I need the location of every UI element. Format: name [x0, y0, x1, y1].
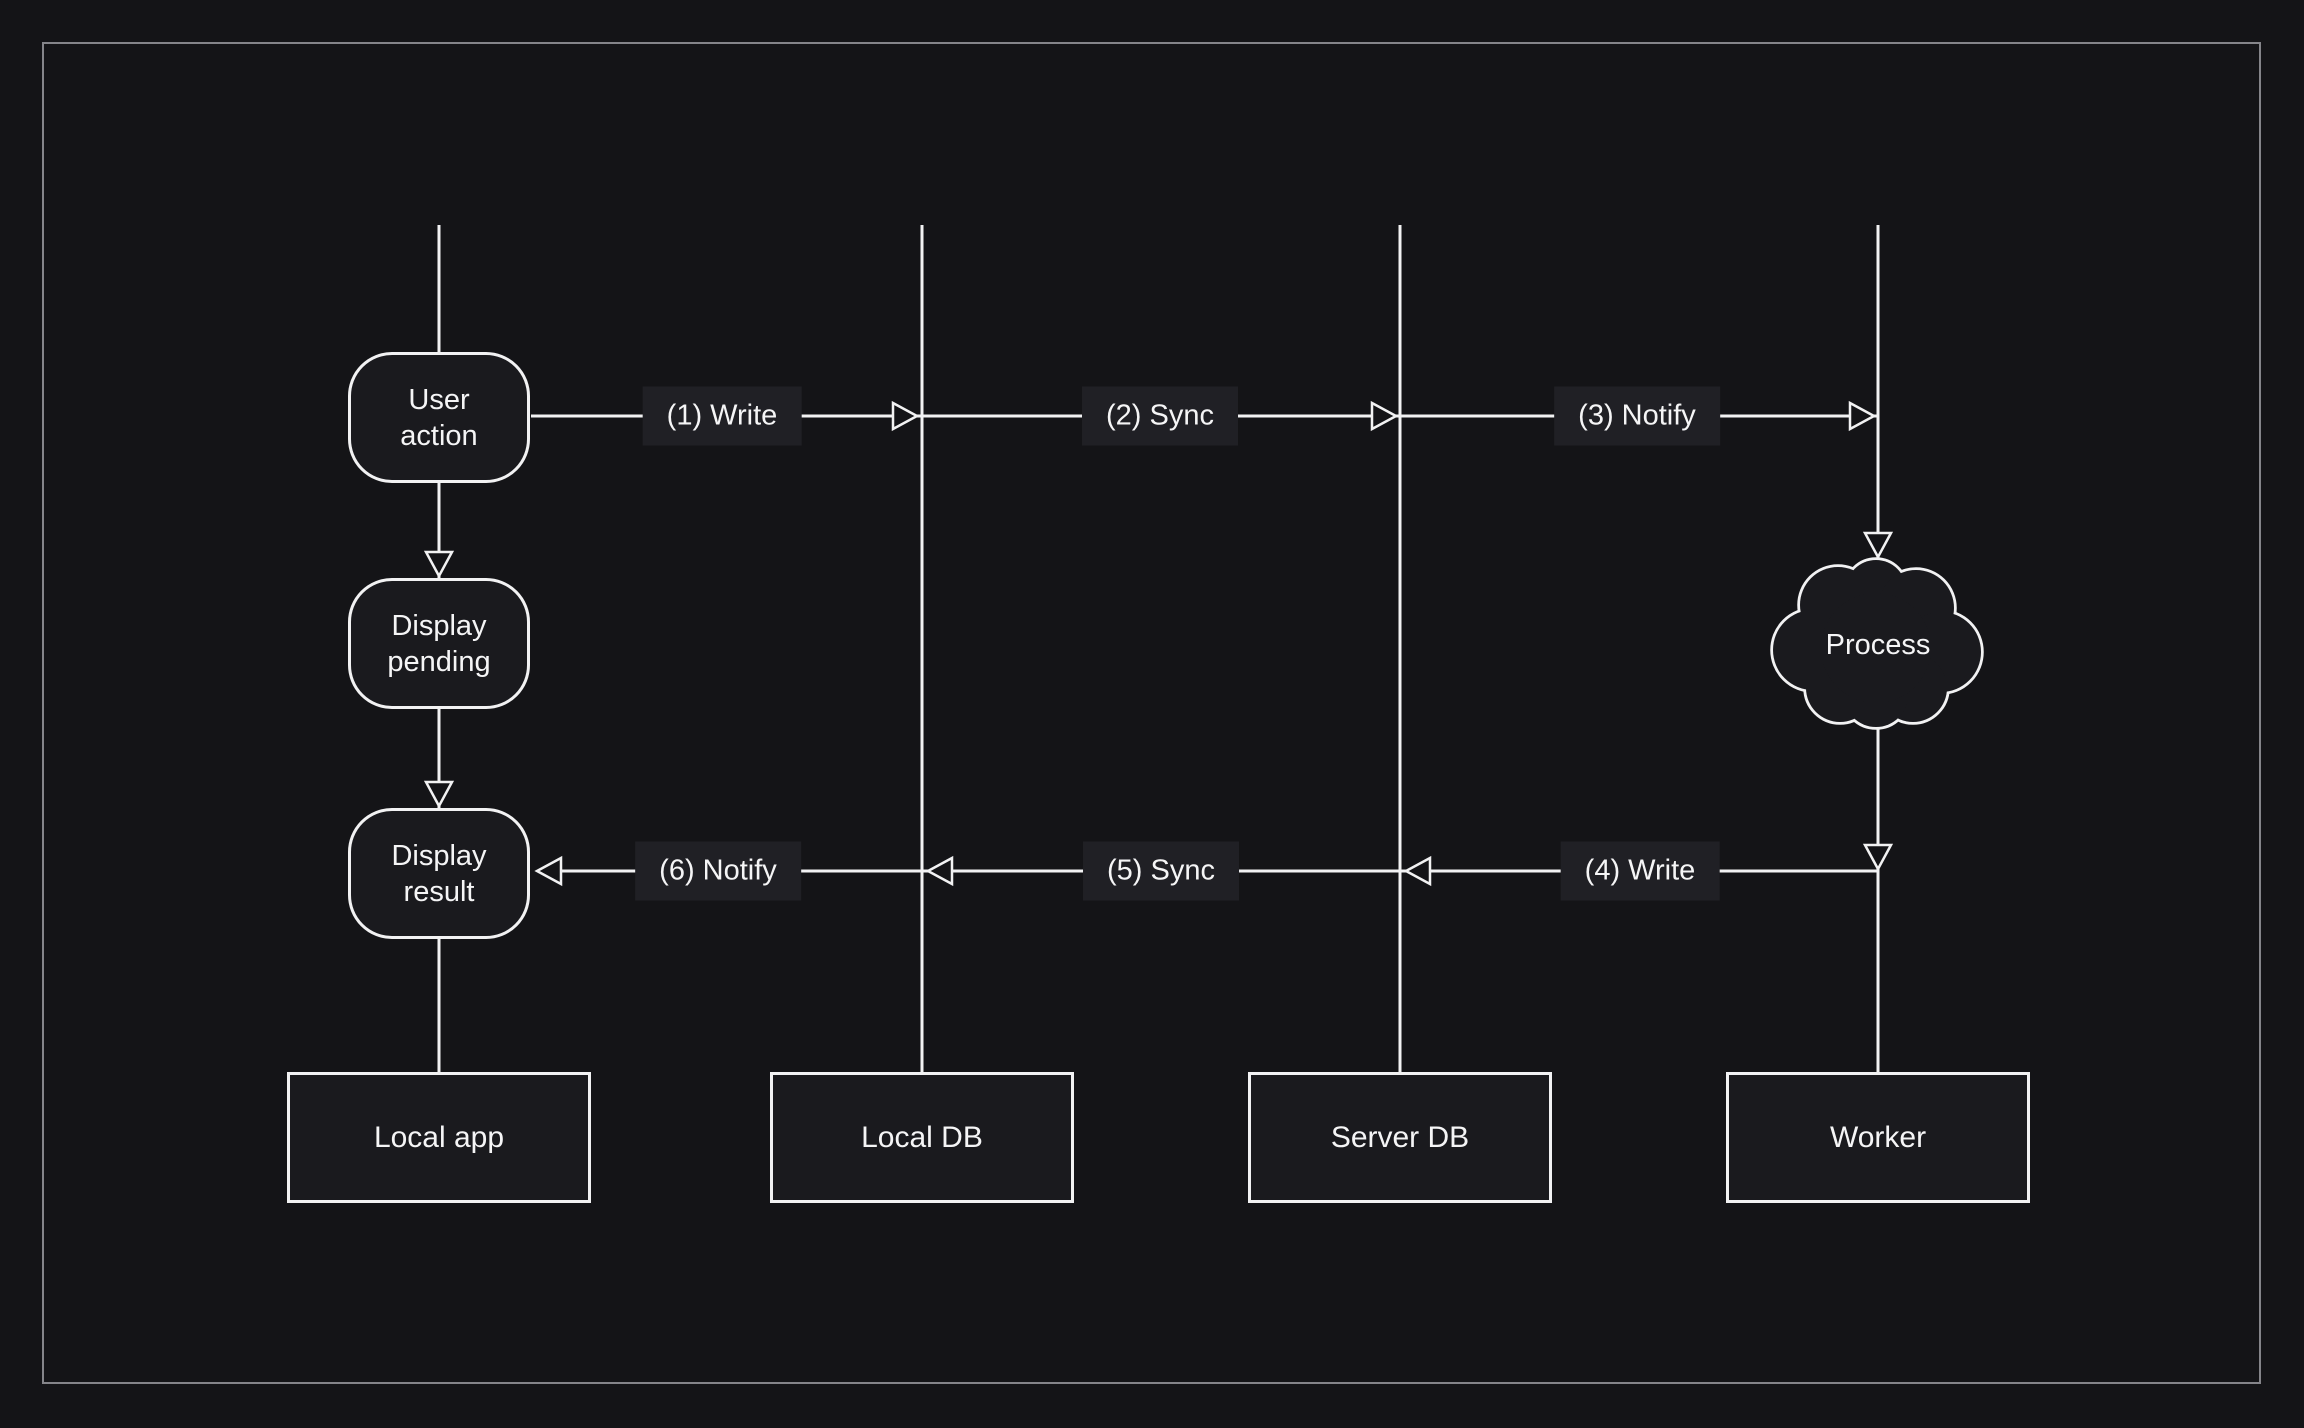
lane-box-worker: Worker	[1726, 1072, 2030, 1203]
arrowhead-down-icon	[1862, 531, 1894, 560]
lane-box-local-db: Local DB	[770, 1072, 1074, 1203]
arrowhead-right-icon	[891, 400, 920, 432]
node-display-pending: Display pending	[348, 578, 530, 709]
message-label-2-sync: (2) Sync	[1082, 386, 1238, 446]
node-user-action: User action	[348, 352, 530, 483]
lane-label: Server DB	[1330, 1120, 1470, 1154]
arrowhead-left-icon	[1403, 855, 1432, 887]
lane-label: Local app	[373, 1120, 505, 1154]
arrowhead-left-icon	[925, 855, 954, 887]
message-label-3-notify: (3) Notify	[1554, 386, 1720, 446]
lane-box-local-app: Local app	[287, 1072, 591, 1203]
lane-box-server-db: Server DB	[1248, 1072, 1552, 1203]
node-label: User action	[400, 383, 478, 452]
lane-label: Local DB	[861, 1120, 983, 1154]
message-label-1-write: (1) Write	[642, 386, 802, 446]
arrowhead-left-icon	[534, 855, 563, 887]
message-label-5-sync: (5) Sync	[1083, 841, 1239, 901]
node-process-label: Process	[1825, 629, 1931, 661]
canvas-frame-border	[42, 42, 2261, 1384]
arrowhead-down-icon	[423, 550, 455, 579]
node-label: Display pending	[387, 609, 491, 678]
message-label-6-notify: (6) Notify	[635, 841, 801, 901]
arrowhead-down-icon	[423, 780, 455, 809]
node-label: Display result	[391, 839, 487, 908]
node-display-result: Display result	[348, 808, 530, 939]
process-cloud-fill	[1773, 560, 1981, 727]
arrowhead-down-icon	[1862, 843, 1894, 872]
lane-label: Worker	[1829, 1120, 1927, 1154]
arrowhead-right-icon	[1848, 400, 1877, 432]
message-label-4-write: (4) Write	[1560, 841, 1720, 901]
arrowhead-right-icon	[1370, 400, 1399, 432]
